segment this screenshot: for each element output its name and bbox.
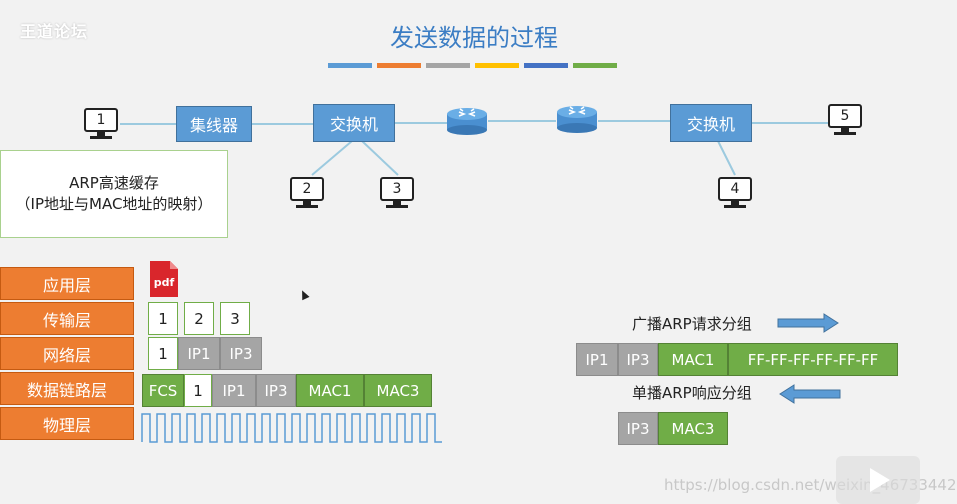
- layer-transport: 传输层: [0, 302, 134, 335]
- switch-left-label: 交换机: [329, 115, 378, 134]
- title-underline-segment: [524, 63, 568, 68]
- packet-dst-ip: IP3: [220, 337, 262, 370]
- layer-network: 网络层: [0, 337, 134, 370]
- frame-fcs: FCS: [142, 374, 184, 407]
- title-underline-segment: [573, 63, 617, 68]
- host-4-label: 4: [718, 177, 752, 201]
- play-button[interactable]: [836, 456, 920, 504]
- packet-src-ip: IP1: [178, 337, 220, 370]
- frame-data: 1: [184, 374, 212, 407]
- layer-application: 应用层: [0, 267, 134, 300]
- arp-reply-mac: MAC3: [658, 412, 728, 445]
- arp-request-label: 广播ARP请求分组: [632, 315, 752, 333]
- title-underline-segment: [475, 63, 519, 68]
- switch-left: 交换机: [313, 104, 395, 142]
- forum-watermark: 王道论坛: [20, 22, 89, 41]
- arp-req-dst-ip: IP3: [618, 343, 658, 376]
- arp-req-src-mac: MAC1: [658, 343, 728, 376]
- frame-src-mac: MAC1: [296, 374, 364, 407]
- wire-switch-router: [392, 122, 447, 124]
- host-1-icon: 1: [84, 108, 118, 140]
- layer-data-link: 数据链路层: [0, 372, 134, 405]
- arp-reply-ip: IP3: [618, 412, 658, 445]
- host-5-icon: 5: [828, 104, 862, 136]
- play-icon: [870, 468, 890, 492]
- host-3-label: 3: [380, 177, 414, 201]
- router-icon: [447, 108, 487, 135]
- host-1-label: 1: [84, 108, 118, 132]
- router-icon: [557, 106, 597, 133]
- packet-data: 1: [148, 337, 178, 370]
- title-underline-segment: [328, 63, 372, 68]
- layer-physical: 物理层: [0, 407, 134, 440]
- wire-router-switch: [598, 120, 670, 122]
- host-2-label: 2: [290, 177, 324, 201]
- hub: 集线器: [176, 106, 252, 142]
- transport-segment: 2: [184, 302, 214, 335]
- host-3-icon: 3: [380, 177, 414, 209]
- transport-segment: 1: [148, 302, 178, 335]
- host-2-icon: 2: [290, 177, 324, 209]
- pdf-file-icon: [150, 261, 178, 297]
- arp-reply-label: 单播ARP响应分组: [632, 384, 752, 402]
- switch-right: 交换机: [670, 104, 752, 142]
- frame-src-ip: IP1: [212, 374, 256, 407]
- slide-title: 发送数据的过程: [390, 24, 558, 52]
- pdf-label: pdf: [153, 276, 175, 289]
- arp-cache-desc: （IP地址与MAC地址的映射）: [15, 195, 213, 213]
- title-underline-segment: [377, 63, 421, 68]
- host-5-label: 5: [828, 104, 862, 128]
- wire-host1-hub: [120, 123, 178, 125]
- transport-segment: 3: [220, 302, 250, 335]
- wire-switch-host5: [750, 122, 828, 124]
- arp-req-broadcast-mac: FF-FF-FF-FF-FF-FF: [728, 343, 898, 376]
- title-underline-segment: [426, 63, 470, 68]
- arrow-right-icon: [777, 313, 839, 333]
- hub-label: 集线器: [189, 116, 238, 135]
- host-4-icon: 4: [718, 177, 752, 209]
- wire-hub-switch: [250, 123, 314, 125]
- physical-signal-waveform: [141, 413, 442, 443]
- frame-dst-ip: IP3: [256, 374, 296, 407]
- arrow-left-icon: [779, 384, 841, 404]
- arp-cache-title: ARP高速缓存: [69, 174, 159, 192]
- arp-cache-box: ARP高速缓存 （IP地址与MAC地址的映射）: [0, 150, 228, 238]
- frame-dst-mac: MAC3: [364, 374, 432, 407]
- switch-right-label: 交换机: [686, 115, 735, 134]
- arp-req-src-ip: IP1: [576, 343, 618, 376]
- wire-router-router: [488, 120, 556, 122]
